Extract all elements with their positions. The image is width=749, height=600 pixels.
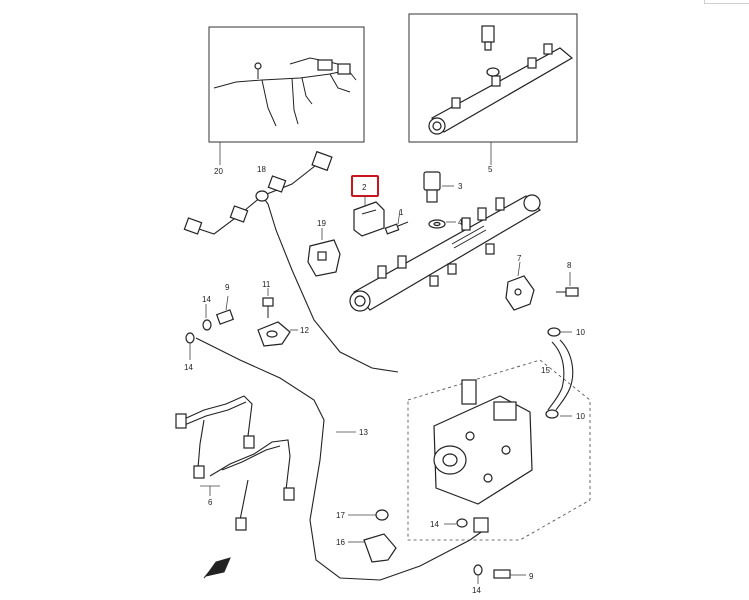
label-part-9-upper: 9 [225, 283, 230, 292]
part-2-bracket [353, 196, 385, 237]
label-part-8: 8 [567, 261, 572, 270]
main-fuel-rail [349, 194, 541, 312]
part-1-bolt [384, 209, 409, 235]
window-corner-edge [704, 0, 749, 4]
label-part-14-lower-left: 14 [184, 363, 193, 372]
label-part-2: 2 [362, 183, 367, 192]
label-part-7: 7 [517, 254, 522, 263]
label-part-16: 16 [336, 538, 345, 547]
inset-box-fuel-rail [408, 13, 578, 143]
front-direction-arrow-icon [203, 557, 231, 579]
part-4-washer [428, 219, 456, 229]
label-part-4: 4 [458, 218, 463, 227]
part-7-fitting [505, 261, 535, 311]
label-part-9-bottom: 9 [529, 572, 534, 581]
label-part-13: 13 [359, 428, 368, 437]
label-part-6: 6 [208, 498, 213, 507]
label-part-12: 12 [300, 326, 309, 335]
part-9-14-left-fitting [185, 295, 235, 360]
label-part-10-lower: 10 [576, 412, 585, 421]
label-part-15: 15 [541, 366, 550, 375]
part-3-pressure-sensor [423, 171, 454, 203]
label-part-11: 11 [262, 280, 271, 289]
injector-harness [183, 150, 399, 373]
label-part-14-bottom: 14 [472, 586, 481, 595]
label-part-14-lower-mid: 14 [430, 520, 439, 529]
label-part-17: 17 [336, 511, 345, 520]
part-11-12-bolt-clamp [257, 288, 298, 347]
label-part-19: 19 [317, 219, 326, 228]
part-19-clamp [307, 228, 341, 277]
label-part-5: 5 [488, 165, 493, 174]
part-6-injection-pipes [175, 395, 295, 531]
high-pressure-pump [407, 359, 591, 541]
part-8-bolt [556, 272, 579, 297]
label-part-14-upper-left: 14 [202, 295, 211, 304]
label-part-10-upper: 10 [576, 328, 585, 337]
label-part-18: 18 [257, 165, 266, 174]
part-13-leak-off-pipe [195, 337, 485, 581]
label-part-3: 3 [458, 182, 463, 191]
part-15-return-hose [545, 327, 574, 419]
inset-box-harness [208, 26, 365, 143]
label-part-20: 20 [214, 167, 223, 176]
lower-fittings [348, 509, 526, 584]
label-part-1: 1 [399, 208, 404, 217]
